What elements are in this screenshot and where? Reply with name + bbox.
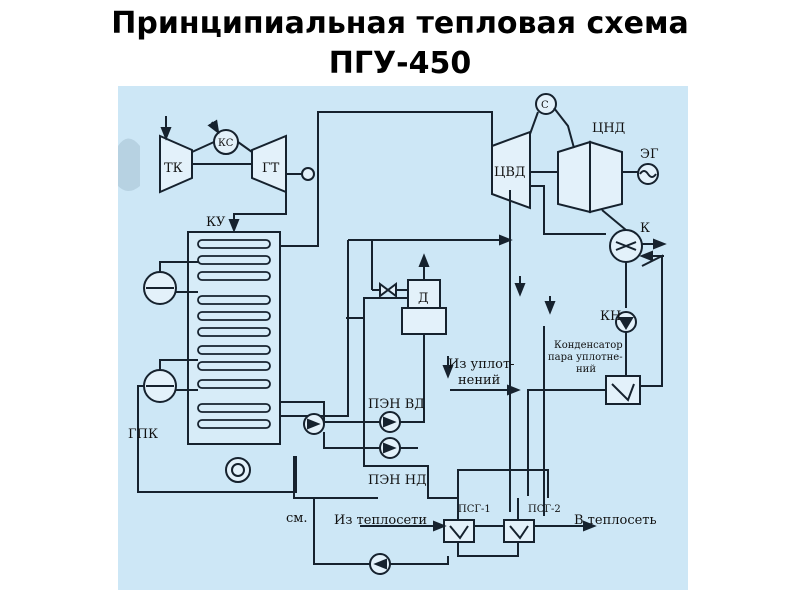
label-condenser-1: Конденсатор: [554, 340, 623, 351]
label-iz-uplot-1: Из уплот-: [448, 357, 515, 372]
label-pen-nd: ПЭН НД: [368, 473, 427, 488]
label-gt: ГТ: [262, 161, 280, 176]
c-separator: [535, 93, 557, 115]
label-sm: см.: [286, 511, 308, 526]
label-v-teploset: В теплосеть: [574, 513, 657, 528]
label-cvd: ЦВД: [494, 165, 525, 180]
label-d: Д: [418, 291, 429, 306]
gland-condenser: [605, 375, 641, 405]
label-gpk: ГПК: [128, 427, 158, 442]
tk-compressor: [159, 134, 193, 194]
cvd-turbine: [491, 130, 531, 210]
paper-shadow: [118, 138, 140, 191]
label-iz-uplot-2: нений: [458, 373, 500, 388]
label-cnd: ЦНД: [592, 121, 625, 136]
scheme-svg: ТК КС ГТ КУ ГПК С ЦНД ЦВД ЭГ К КН Д Конд…: [118, 86, 688, 590]
ku-boiler: [187, 231, 281, 445]
label-psg-1: ПСГ-1: [458, 504, 491, 515]
slide-title: Принципиальная тепловая схема ПГУ-450: [0, 4, 800, 84]
label-condenser-3: ний: [576, 364, 596, 375]
label-pen-vd: ПЭН ВД: [368, 397, 425, 412]
thermal-scheme-diagram: ТК КС ГТ КУ ГПК С ЦНД ЦВД ЭГ К КН Д Конд…: [118, 86, 688, 590]
label-ku: КУ: [206, 215, 226, 230]
gt-generator: [301, 167, 315, 181]
label-condenser-2: пара уплотне-: [548, 352, 623, 363]
gpk-pump: [225, 457, 251, 483]
cnd-turbine: [557, 140, 591, 214]
label-c: С: [541, 100, 549, 111]
title-line-1: Принципиальная тепловая схема: [111, 6, 689, 41]
title-line-2: ПГУ-450: [328, 46, 472, 81]
label-kn: КН: [600, 309, 621, 324]
label-eg: ЭГ: [640, 147, 659, 162]
label-psg-2: ПСГ-2: [528, 504, 561, 515]
valve: [379, 282, 397, 298]
label-k: К: [640, 221, 650, 236]
pipelines: [137, 93, 667, 575]
label-ks: КС: [218, 138, 234, 149]
psg-2-heater: [503, 519, 535, 543]
label-iz-teploseti: Из теплосети: [334, 513, 427, 528]
label-tk: ТК: [164, 161, 183, 176]
psg-1-heater: [443, 519, 475, 543]
